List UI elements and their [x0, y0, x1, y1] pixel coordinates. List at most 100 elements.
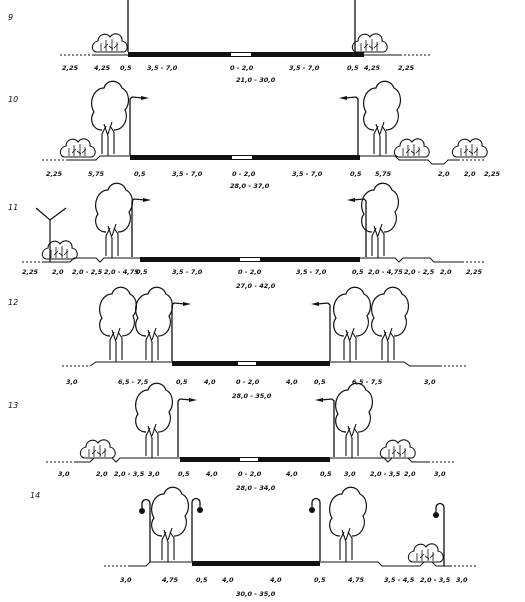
svg-text:2,0: 2,0 — [440, 268, 452, 276]
svg-text:0,5: 0,5 — [352, 268, 364, 276]
svg-text:2,25: 2,25 — [398, 64, 415, 72]
shrub-icon — [41, 240, 78, 260]
svg-text:2,25: 2,25 — [466, 268, 483, 276]
svg-text:6,5 - 7,5: 6,5 - 7,5 — [118, 378, 149, 386]
cross-section-9: 9 2,25 4,25 0,5 3,5 - 7,0 0 - 2,0 3,5 - … — [8, 0, 430, 84]
svg-text:2,0 - 3,5: 2,0 - 3,5 — [420, 576, 451, 584]
svg-text:3,0: 3,0 — [58, 470, 70, 478]
cross-section-11: 11 2,25 2,0 2,0 - 2,5 2,0 - 4,75 0,5 3,5… — [8, 182, 486, 290]
street-lamp-icon — [314, 397, 335, 458]
svg-text:2,0 - 4,75: 2,0 - 4,75 — [368, 268, 403, 276]
section-number: 14 — [30, 491, 40, 500]
svg-text:0,5: 0,5 — [178, 470, 190, 478]
svg-text:4,25: 4,25 — [364, 64, 381, 72]
cross-section-10: 10 2,25 5,75 0,5 3,5 - 7,0 0 - 2,0 3,5 -… — [8, 80, 501, 190]
cross-section-13: 13 3,0 2,0 2,0 - 3,5 3,0 0,5 4,0 0 - 2,0… — [8, 382, 456, 492]
svg-text:0,5: 0,5 — [320, 470, 332, 478]
tree-icon — [135, 382, 174, 459]
shrub-icon — [407, 543, 444, 563]
overhead-pole-icon — [35, 207, 67, 262]
svg-text:4,0: 4,0 — [286, 470, 298, 478]
svg-text:3,5 - 7,0: 3,5 - 7,0 — [289, 64, 320, 72]
svg-text:0,5: 0,5 — [314, 576, 326, 584]
svg-text:2,0: 2,0 — [464, 170, 476, 178]
svg-text:4,0: 4,0 — [206, 470, 218, 478]
svg-text:0,5: 0,5 — [176, 378, 188, 386]
section-total-width: 28,0 - 34,0 — [236, 484, 276, 492]
svg-text:4,0: 4,0 — [270, 576, 282, 584]
svg-text:3,0: 3,0 — [424, 378, 436, 386]
section-number: 13 — [8, 401, 18, 410]
shrub-icon — [91, 33, 128, 53]
section-total-width: 30,0 - 35,0 — [236, 590, 276, 598]
dimension-labels: 2,25 4,25 0,5 3,5 - 7,0 0 - 2,0 3,5 - 7,… — [62, 64, 415, 72]
street-lamp-icon — [171, 301, 192, 362]
tree-icon — [151, 486, 190, 563]
section-total-width: 28,0 - 35,0 — [232, 392, 272, 400]
globe-lamp-icon — [308, 497, 321, 562]
svg-text:2,0: 2,0 — [438, 170, 450, 178]
svg-text:3,5 - 7,0: 3,5 - 7,0 — [172, 268, 203, 276]
svg-text:0 - 2,0: 0 - 2,0 — [232, 170, 256, 178]
tree-icon — [99, 286, 138, 363]
svg-text:0,5: 0,5 — [314, 378, 326, 386]
svg-text:3,5 - 4,5: 3,5 - 4,5 — [384, 576, 415, 584]
svg-text:3,0: 3,0 — [456, 576, 468, 584]
dimension-labels: 3,0 4,75 0,5 4,0 4,0 0,5 4,75 3,5 - 4,5 … — [120, 576, 468, 584]
section-total-width: 28,0 - 37,0 — [230, 182, 270, 190]
svg-text:2,25: 2,25 — [484, 170, 501, 178]
svg-text:2,0: 2,0 — [96, 470, 108, 478]
shrub-icon — [451, 138, 488, 158]
svg-text:4,0: 4,0 — [286, 378, 298, 386]
section-total-width: 27,0 - 42,0 — [236, 282, 276, 290]
shrub-icon — [393, 138, 430, 158]
shrub-icon — [351, 33, 388, 53]
svg-text:2,0 - 4,75: 2,0 - 4,75 — [104, 268, 139, 276]
tree-icon — [95, 182, 134, 259]
svg-text:3,0: 3,0 — [148, 470, 160, 478]
street-lamp-icon — [127, 0, 148, 53]
tree-icon — [91, 80, 130, 157]
globe-lamp-icon — [432, 502, 445, 567]
ground-profile — [104, 561, 478, 567]
street-lamp-icon — [129, 95, 150, 156]
svg-text:3,0: 3,0 — [120, 576, 132, 584]
svg-text:5,75: 5,75 — [375, 170, 392, 178]
svg-text:4,25: 4,25 — [94, 64, 111, 72]
tree-icon — [371, 286, 410, 363]
section-total-width: 21,0 - 30,0 — [236, 76, 276, 84]
shrub-icon — [79, 439, 116, 459]
svg-text:0,5: 0,5 — [350, 170, 362, 178]
svg-text:2,25: 2,25 — [62, 64, 79, 72]
svg-text:3,5 - 7,0: 3,5 - 7,0 — [292, 170, 323, 178]
svg-text:2,25: 2,25 — [46, 170, 63, 178]
svg-text:2,0: 2,0 — [404, 470, 416, 478]
globe-lamp-icon — [138, 498, 151, 563]
svg-text:3,0: 3,0 — [434, 470, 446, 478]
svg-text:0,5: 0,5 — [134, 170, 146, 178]
tree-icon — [333, 286, 372, 363]
street-lamp-icon — [338, 95, 359, 156]
svg-text:3,0: 3,0 — [344, 470, 356, 478]
svg-text:3,5 - 7,0: 3,5 - 7,0 — [172, 170, 203, 178]
svg-text:0 - 2,0: 0 - 2,0 — [238, 470, 262, 478]
svg-text:4,0: 4,0 — [222, 576, 234, 584]
svg-text:4,75: 4,75 — [348, 576, 365, 584]
svg-text:3,0: 3,0 — [66, 378, 78, 386]
ground-profile — [42, 155, 486, 165]
dimension-labels: 3,0 2,0 2,0 - 3,5 3,0 0,5 4,0 0 - 2,0 4,… — [58, 470, 446, 478]
svg-text:2,0 - 3,5: 2,0 - 3,5 — [114, 470, 145, 478]
svg-text:2,0 - 2,5: 2,0 - 2,5 — [72, 268, 103, 276]
svg-text:0,5: 0,5 — [196, 576, 208, 584]
dimension-labels: 2,25 2,0 2,0 - 2,5 2,0 - 4,75 0,5 3,5 - … — [22, 268, 483, 276]
tree-icon — [335, 382, 374, 459]
svg-text:3,5 - 7,0: 3,5 - 7,0 — [147, 64, 178, 72]
section-number: 12 — [8, 298, 18, 307]
tree-icon — [135, 286, 174, 363]
svg-text:0,5: 0,5 — [120, 64, 132, 72]
ground-profile — [22, 257, 486, 263]
svg-text:4,0: 4,0 — [204, 378, 216, 386]
street-lamp-icon — [131, 197, 152, 258]
svg-text:0,5: 0,5 — [136, 268, 148, 276]
section-number: 11 — [8, 203, 18, 212]
